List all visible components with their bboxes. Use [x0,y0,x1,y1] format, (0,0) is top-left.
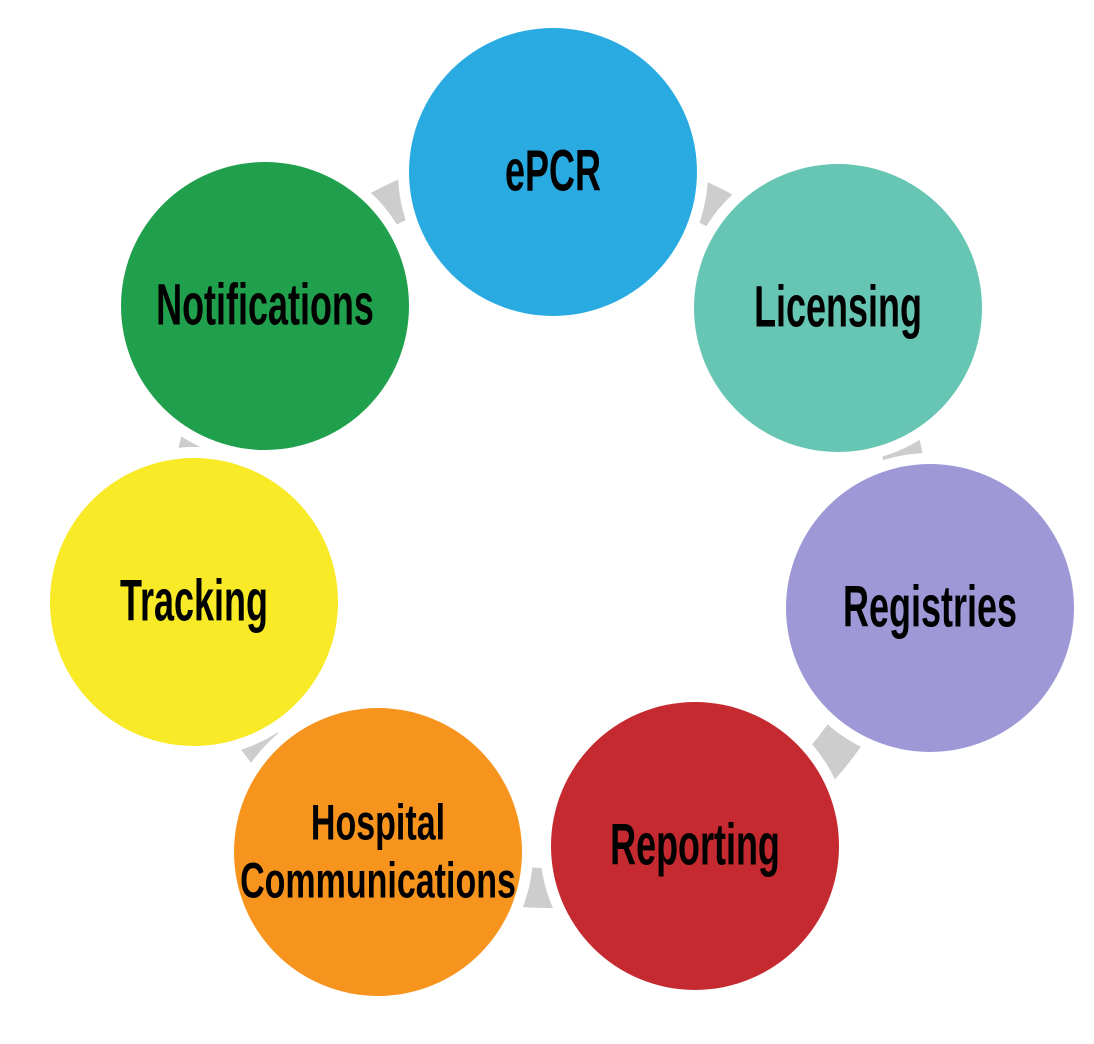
node-tracking-label: Tracking [120,568,268,634]
node-registries-label: Registries [843,574,1017,640]
node-notifications: Notifications [121,162,409,450]
node-tracking: Tracking [50,458,338,746]
node-epcr-label: ePCR [505,138,601,204]
node-licensing: Licensing [694,164,982,452]
node-notifications-label: Notifications [156,272,374,338]
node-registries: Registries [786,464,1074,752]
node-reporting-label: Reporting [610,812,780,878]
node-reporting: Reporting [551,702,839,990]
node-licensing-label: Licensing [754,274,922,340]
node-epcr: ePCR [409,28,697,316]
node-hospital-communications-label: Hospital Communications [240,794,516,909]
node-hospital-communications: Hospital Communications [234,708,522,996]
